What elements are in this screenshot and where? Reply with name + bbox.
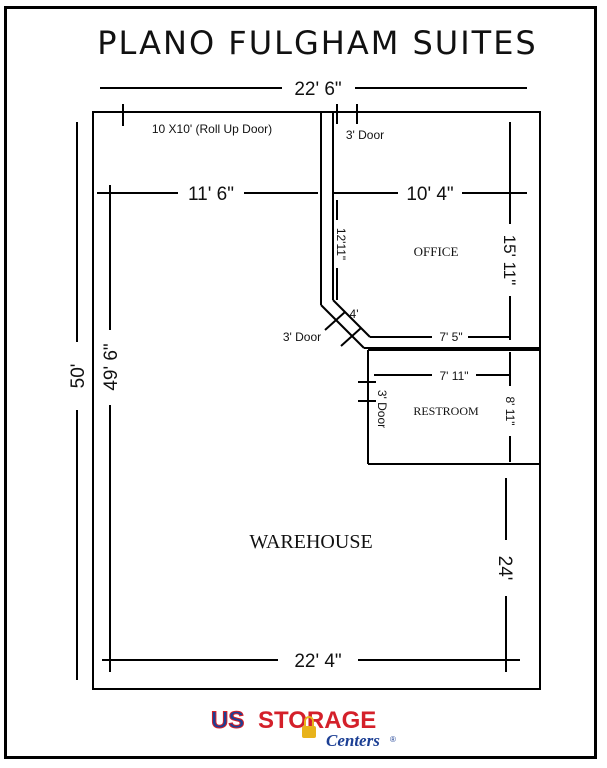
logo-us: US [211, 707, 244, 734]
left-door-label: 3' Door [283, 330, 321, 344]
building-outline [92, 111, 541, 690]
corridor-length-label: 12'11" [334, 228, 348, 260]
inner-height-label: 49' 6" [101, 343, 122, 390]
warehouse-label: WAREHOUSE [249, 531, 372, 553]
office-height-label: 15' 11" [500, 235, 519, 286]
bottom-width-label: 22' 4" [294, 651, 341, 672]
corridor-diagonal-inner [332, 299, 371, 338]
office-label: OFFICE [414, 244, 459, 259]
left-door-tick-1 [324, 311, 346, 331]
left-door-tick-2 [340, 327, 362, 347]
page-frame [4, 6, 597, 759]
padlock-icon [302, 726, 316, 738]
left-width-label: 11' 6" [188, 184, 234, 205]
restroom-height-label: 8' 11" [503, 396, 517, 425]
logo-centers: Centers [326, 731, 380, 750]
top-door-label: 3' Door [346, 128, 384, 142]
restroom-door-label: 3' Door [375, 390, 389, 428]
logo-storage: STORAGE [258, 707, 376, 734]
warehouse-right-label: 24' [494, 556, 515, 581]
office-width-label: 10' 4" [406, 184, 453, 205]
overall-width-label: 22' 6" [294, 79, 341, 100]
logo-registered: ® [390, 735, 396, 744]
roll-up-door-label: 10 X10' (Roll Up Door) [152, 122, 272, 136]
corridor-diagonal-outer [320, 304, 365, 349]
us-storage-logo: US STORAGE Centers ® [211, 707, 397, 751]
overall-height-label: 50' [68, 364, 89, 389]
restroom-label: RESTROOM [413, 404, 479, 418]
padlock-shackle [304, 716, 314, 726]
diagonal-label: 4' [350, 307, 359, 321]
restroom-width-label: 7' 11" [439, 369, 468, 383]
page-title: PLANO FULGHAM SUITES [97, 24, 538, 62]
office-bottom-label: 7' 5" [439, 330, 462, 344]
